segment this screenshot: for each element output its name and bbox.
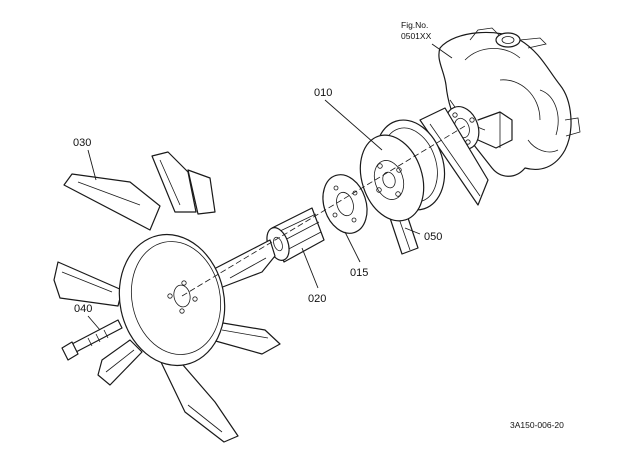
- part-label-050: 050: [424, 231, 442, 243]
- drawing-code: 3A150-006-20: [510, 420, 564, 430]
- flange-plate: [322, 174, 368, 234]
- shaft-axis: [181, 125, 466, 297]
- figure-ref-line2: 0501XX: [401, 31, 432, 41]
- part-label-040: 040: [74, 303, 92, 315]
- water-pump-reference: [438, 27, 581, 177]
- part-label-020: 020: [308, 293, 326, 305]
- leader-lines: [87, 43, 453, 331]
- part-label-010: 010: [314, 87, 332, 99]
- figure-ref-line1: Fig.No.: [401, 20, 428, 30]
- part-label-015: 015: [350, 267, 368, 279]
- part-label-030: 030: [73, 137, 91, 149]
- fan-bolt: [61, 319, 123, 361]
- cooling-fan: [53, 151, 281, 443]
